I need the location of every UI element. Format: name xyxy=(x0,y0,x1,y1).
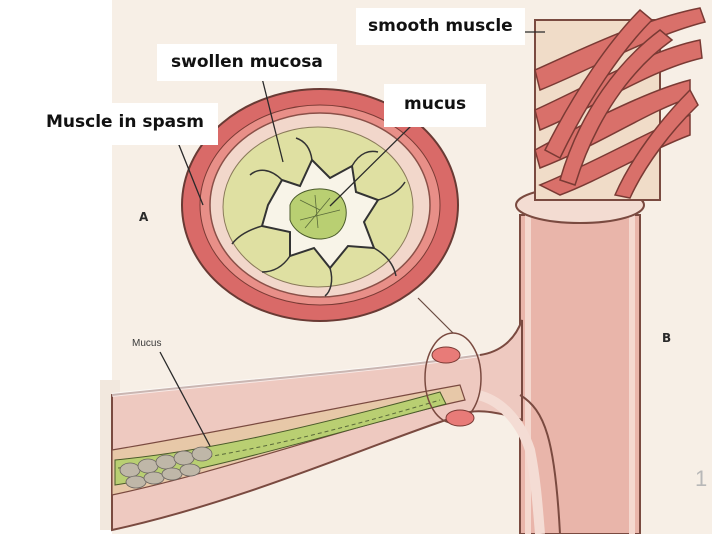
figure-letter-a: A xyxy=(139,210,148,224)
figure-letter-b: B xyxy=(662,331,671,345)
swollen-mucosa-label: swollen mucosa xyxy=(157,44,337,81)
mucus-small-label: Mucus xyxy=(132,338,161,349)
slide-number: 1 xyxy=(695,466,707,492)
smooth-muscle-label: smooth muscle xyxy=(356,8,525,45)
mucus-label: mucus xyxy=(384,84,486,127)
mucus-center xyxy=(290,189,346,239)
muscle-in-spasm-label: Muscle in spasm xyxy=(32,103,218,145)
